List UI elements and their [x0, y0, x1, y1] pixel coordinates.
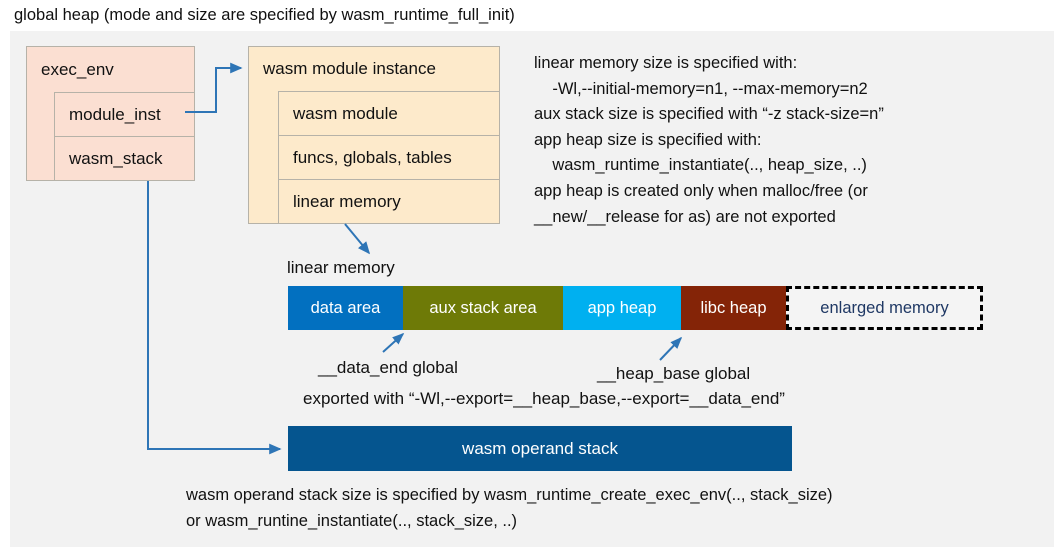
memory-segment-label: app heap	[587, 298, 657, 317]
wasm-module-instance-row-label: linear memory	[293, 191, 401, 211]
exec-env-header-label: exec_env	[41, 59, 114, 79]
wasm-module-instance-row-funcs-globals-tables: funcs, globals, tables	[279, 135, 499, 179]
wasm-operand-stack-label: wasm operand stack	[462, 438, 618, 458]
exec-env-row-module-inst: module_inst	[55, 92, 194, 136]
wasm-module-instance-header-label: wasm module instance	[263, 59, 436, 78]
annotation-exported-with: exported with “-Wl,--export=__heap_base,…	[303, 389, 785, 408]
wasm-module-instance-row-wasm-module: wasm module	[279, 91, 499, 135]
annotation-data-end: __data_end global	[318, 358, 458, 377]
exec-env-row-label: module_inst	[69, 104, 161, 124]
exec-env-row-wasm-stack: wasm_stack	[55, 136, 194, 180]
linear-memory-bar: data area aux stack area app heap libc heap…	[288, 286, 983, 330]
wasm-operand-stack-bar: wasm operand stack	[288, 426, 792, 471]
wasm-module-instance-header: wasm module instance	[249, 47, 499, 91]
memory-segment-label: libc heap	[700, 298, 767, 317]
exec-env-row-label: wasm_stack	[69, 148, 163, 168]
memory-segment-label: data area	[310, 298, 381, 317]
memory-segment-label: enlarged memory	[820, 298, 949, 317]
wasm-module-instance-box: wasm module instance wasm module funcs, …	[248, 46, 500, 224]
linear-memory-info-text: linear memory size is specified with: -W…	[534, 54, 884, 226]
wasm-module-instance-row-label: wasm module	[293, 103, 398, 123]
exec-env-header: exec_env	[27, 47, 194, 92]
page-title: global heap (mode and size are specified…	[14, 6, 515, 24]
memory-segment-label: aux stack area	[429, 298, 537, 317]
memory-segment-libc-heap: libc heap	[681, 286, 786, 330]
linear-memory-label: linear memory	[287, 258, 395, 277]
wasm-module-instance-row-label: funcs, globals, tables	[293, 147, 452, 167]
wasm-module-instance-row-linear-memory: linear memory	[279, 179, 499, 223]
exec-env-rail	[27, 92, 55, 180]
memory-segment-enlarged-memory: enlarged memory	[786, 286, 983, 330]
operand-stack-footer-note: wasm operand stack size is specified by …	[186, 486, 833, 530]
memory-segment-data-area: data area	[288, 286, 403, 330]
exec-env-box: exec_env module_inst wasm_stack	[26, 46, 195, 181]
annotation-heap-base: __heap_base global	[597, 364, 751, 383]
memory-segment-app-heap: app heap	[563, 286, 681, 330]
memory-segment-aux-stack-area: aux stack area	[403, 286, 563, 330]
wasm-module-instance-rail	[249, 91, 279, 223]
